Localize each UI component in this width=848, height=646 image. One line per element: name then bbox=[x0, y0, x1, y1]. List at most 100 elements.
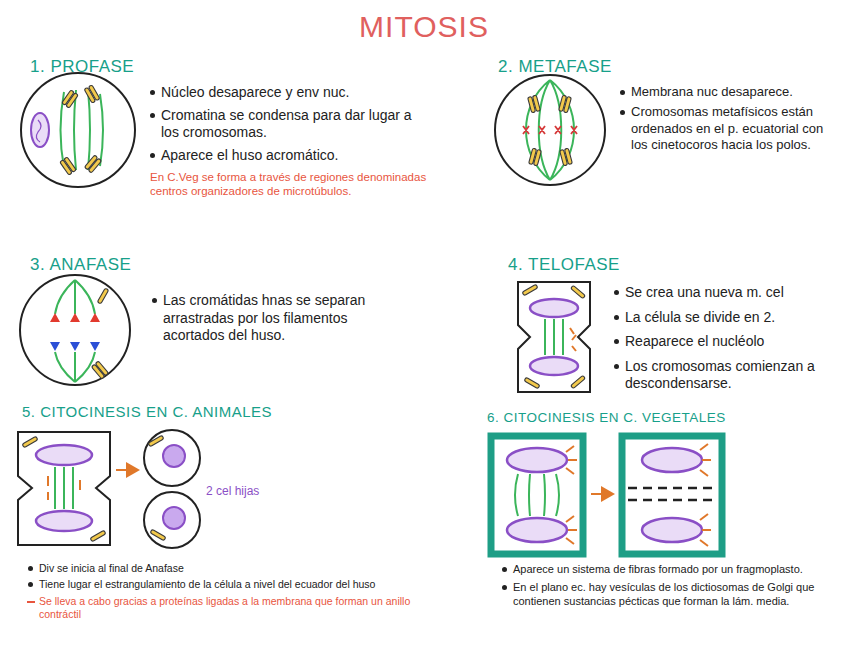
bullet-item: En el plano ec. hay vesículas de los dic… bbox=[500, 581, 843, 609]
chromosome bbox=[560, 148, 573, 166]
bullet-item: Cromatina se condensa para dar lugar a l… bbox=[148, 107, 433, 142]
spindle-fibres bbox=[55, 467, 73, 509]
section-heading: 2. METAFASE bbox=[498, 56, 758, 77]
nucleus bbox=[36, 445, 92, 465]
bullet-item: Membrana nuc desaparece. bbox=[618, 84, 842, 100]
chromatid bbox=[148, 435, 164, 446]
chromosome bbox=[529, 148, 542, 166]
chromatid-heads bbox=[50, 313, 100, 322]
cell-plate bbox=[628, 499, 716, 502]
process-arrow bbox=[591, 493, 613, 495]
bullet-dot bbox=[620, 90, 625, 95]
cell-membrane bbox=[21, 73, 135, 187]
bullet-text: La célula se divide en 2. bbox=[625, 309, 840, 327]
chromatid bbox=[150, 529, 166, 540]
bullet-text: Cromosomas metafísicos están ordenados e… bbox=[631, 104, 842, 153]
metaphase-cell bbox=[495, 75, 605, 185]
page-title: MITOSIS bbox=[0, 8, 848, 46]
golgi-vesicles bbox=[700, 444, 711, 546]
chromosome bbox=[559, 95, 572, 113]
golgi-vesicles bbox=[566, 446, 577, 544]
chromosome bbox=[528, 95, 541, 113]
chromosome bbox=[62, 90, 79, 108]
text-block: 6. CITOCINESIS EN C. VEGETALES bbox=[487, 410, 842, 427]
note-text: Se lleva a cabo gracias a proteínas liga… bbox=[39, 595, 436, 621]
bullet-dot bbox=[28, 582, 33, 587]
bullet-text: Cromatina se condensa para dar lugar a l… bbox=[161, 107, 433, 142]
cell-plate bbox=[628, 487, 716, 490]
bullet-text: Las cromátidas hnas se separan arrastrad… bbox=[163, 292, 400, 345]
bullet-dot bbox=[614, 364, 619, 369]
bullet-item: Aparece un sistema de fibras formado por… bbox=[500, 563, 843, 577]
chromosome bbox=[84, 85, 100, 103]
bullet-dot bbox=[614, 339, 619, 344]
text-block: 2 cel hijas bbox=[206, 484, 316, 499]
bullet-dot bbox=[502, 585, 507, 590]
contractile-ring bbox=[48, 476, 80, 500]
anaphase-cell bbox=[20, 275, 130, 385]
bullet-dot bbox=[28, 566, 33, 571]
bullet-dot bbox=[152, 298, 157, 303]
phragmoplast-fibres bbox=[515, 474, 559, 516]
nucleus bbox=[36, 511, 92, 531]
section-heading: 3. ANAFASE bbox=[30, 254, 290, 275]
cell-membrane bbox=[18, 432, 110, 545]
bullet-dot bbox=[620, 110, 625, 115]
spindle-fibres bbox=[526, 80, 574, 180]
bullet-text: Núcleo desaparece y env nuc. bbox=[161, 84, 433, 102]
chromatid bbox=[97, 288, 108, 304]
bullet-dot bbox=[150, 113, 155, 118]
bullet-item: Núcleo desaparece y env nuc. bbox=[148, 84, 433, 102]
animal-cytokinesis bbox=[18, 430, 200, 548]
vesicles bbox=[570, 328, 576, 351]
telophase-cell bbox=[518, 282, 590, 392]
text-block: 3. ANAFASE bbox=[30, 254, 290, 275]
text-block: 1. PROFASE bbox=[30, 56, 290, 77]
bullet-item: La célula se divide en 2. bbox=[612, 309, 840, 327]
spindle-fibres bbox=[55, 280, 95, 314]
nucleus bbox=[530, 357, 578, 375]
bullet-item: Las cromátidas hnas se separan arrastrad… bbox=[150, 292, 400, 345]
kinetochores bbox=[523, 126, 577, 134]
bullet-item: Reaparece el nucléolo bbox=[612, 333, 840, 351]
chromatin bbox=[36, 120, 41, 142]
nucleus bbox=[507, 448, 567, 472]
daughter-cell bbox=[144, 430, 200, 486]
section-heading: 4. TELOFASE bbox=[508, 254, 768, 275]
section-heading: 5. CITOCINESIS EN C. ANIMALES bbox=[22, 403, 422, 422]
cell-membrane bbox=[20, 275, 130, 385]
chromatid bbox=[571, 375, 586, 388]
chromatid bbox=[571, 285, 586, 298]
nucleolus bbox=[31, 113, 49, 147]
chromatid bbox=[90, 530, 106, 541]
bullet-item: Div se inicia al final de Anafase bbox=[26, 562, 436, 575]
cell-wall bbox=[491, 436, 583, 554]
bullet-item: Se crea una nueva m. cel bbox=[612, 284, 840, 302]
cell-wall bbox=[622, 436, 722, 554]
bullet-item: Tiene lugar el estrangulamiento de la cé… bbox=[26, 578, 436, 591]
spindle-fibres bbox=[545, 319, 563, 355]
bullet-dash bbox=[27, 601, 35, 603]
nucleus bbox=[163, 507, 185, 529]
cell-membrane bbox=[518, 282, 590, 392]
text-block: 4. TELOFASE bbox=[508, 254, 768, 275]
bullet-item: Los cromosomas comienzan a descondensars… bbox=[612, 358, 840, 393]
chromatid bbox=[22, 436, 38, 447]
nucleus bbox=[642, 448, 702, 472]
bullet-item: Cromosomas metafísicos están ordenados e… bbox=[618, 104, 842, 153]
bullet-text: Aparece un sistema de fibras formado por… bbox=[513, 563, 843, 577]
bullet-text: Los cromosomas comienzan a descondensars… bbox=[625, 358, 840, 393]
bullet-text: Div se inicia al final de Anafase bbox=[39, 562, 436, 575]
chromosome bbox=[60, 157, 77, 175]
bullet-dot bbox=[150, 153, 155, 158]
bullet-dot bbox=[614, 315, 619, 320]
bullet-dot bbox=[150, 90, 155, 95]
text-block: En C.Veg se forma a través de regiones d… bbox=[150, 170, 430, 199]
nucleus bbox=[507, 518, 567, 542]
bullet-dot bbox=[502, 567, 507, 572]
chromatid bbox=[522, 284, 538, 295]
bullet-item: Se lleva a cabo gracias a proteínas liga… bbox=[26, 595, 436, 621]
prophase-cell bbox=[21, 73, 135, 187]
chromosome bbox=[84, 155, 101, 173]
